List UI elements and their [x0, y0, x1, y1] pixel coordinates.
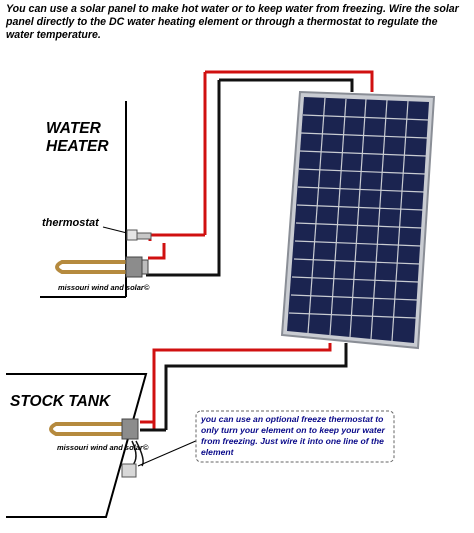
negative-wire-heater [219, 78, 354, 92]
negative-wire-tank [164, 343, 348, 430]
watermark-heater: missouri wind and solar© [58, 283, 150, 292]
positive-wire-heater [205, 70, 374, 92]
solar-panel [280, 90, 436, 350]
heating-element-heater [55, 256, 149, 278]
freeze-thermostat-note: you can use an optional freeze thermosta… [201, 414, 385, 457]
intro-text: You can use a solar panel to make hot wa… [6, 3, 459, 41]
water-heater-title: WATER HEATER [46, 120, 109, 156]
positive-wire-tank [152, 343, 332, 430]
watermark-tank: missouri wind and solar© [57, 443, 149, 452]
water-heater-wires [146, 70, 374, 277]
heating-element-tank [49, 418, 139, 440]
water-heater-title-line1: WATER [46, 120, 101, 137]
water-heater-title-line2: HEATER [46, 138, 109, 155]
thermostat [102, 226, 152, 241]
thermostat-to-element [148, 243, 166, 260]
freeze-thermostat [121, 439, 199, 478]
thermostat-link [148, 233, 205, 241]
stock-tank-title: STOCK TANK [10, 393, 111, 410]
note-callout-box [195, 410, 395, 463]
thermostat-label: thermostat [42, 217, 99, 229]
stock-tank-outline [6, 373, 148, 518]
negative-wire-heater-down [146, 80, 221, 277]
stock-tank-wires [140, 343, 348, 432]
